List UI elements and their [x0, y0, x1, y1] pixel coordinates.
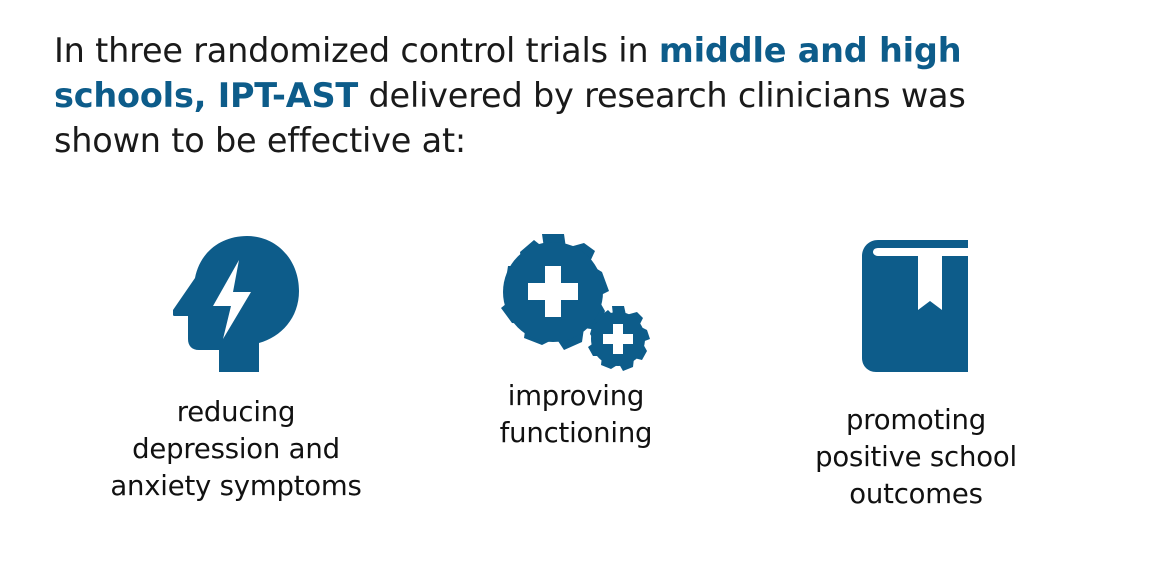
headline-highlight: middle and high schools, IPT-AST — [54, 31, 962, 115]
head-lightning-icon — [173, 236, 299, 372]
page-title: In three randomized control trials in mi… — [54, 28, 1039, 163]
gears-icon-wrap — [495, 222, 657, 372]
large-gear-icon — [501, 234, 609, 350]
outcome-caption-3: promoting positive school outcomes — [815, 404, 1017, 510]
outcome-caption-1: reducing depression and anxiety symptoms — [110, 396, 362, 502]
outcome-column-reducing-symptoms: reducing depression and anxiety symptoms — [66, 222, 406, 505]
book-bookmark-icon — [862, 240, 968, 372]
book-icon-wrap — [862, 222, 970, 372]
small-gear-icon — [588, 306, 650, 371]
outcome-columns: reducing depression and anxiety symptoms — [0, 222, 1152, 542]
headline-segment-2: delivered by research clinicians was sho… — [54, 76, 966, 160]
outcome-column-improving-functioning: improving functioning — [406, 222, 746, 452]
gears-plus-icon — [501, 234, 650, 371]
headline-segment-1: In three randomized control trials in — [54, 31, 659, 70]
outcome-column-school-outcomes: promoting positive school outcomes — [746, 222, 1086, 513]
outcome-caption-2: improving functioning — [499, 380, 653, 449]
head-icon-wrap — [173, 222, 299, 372]
